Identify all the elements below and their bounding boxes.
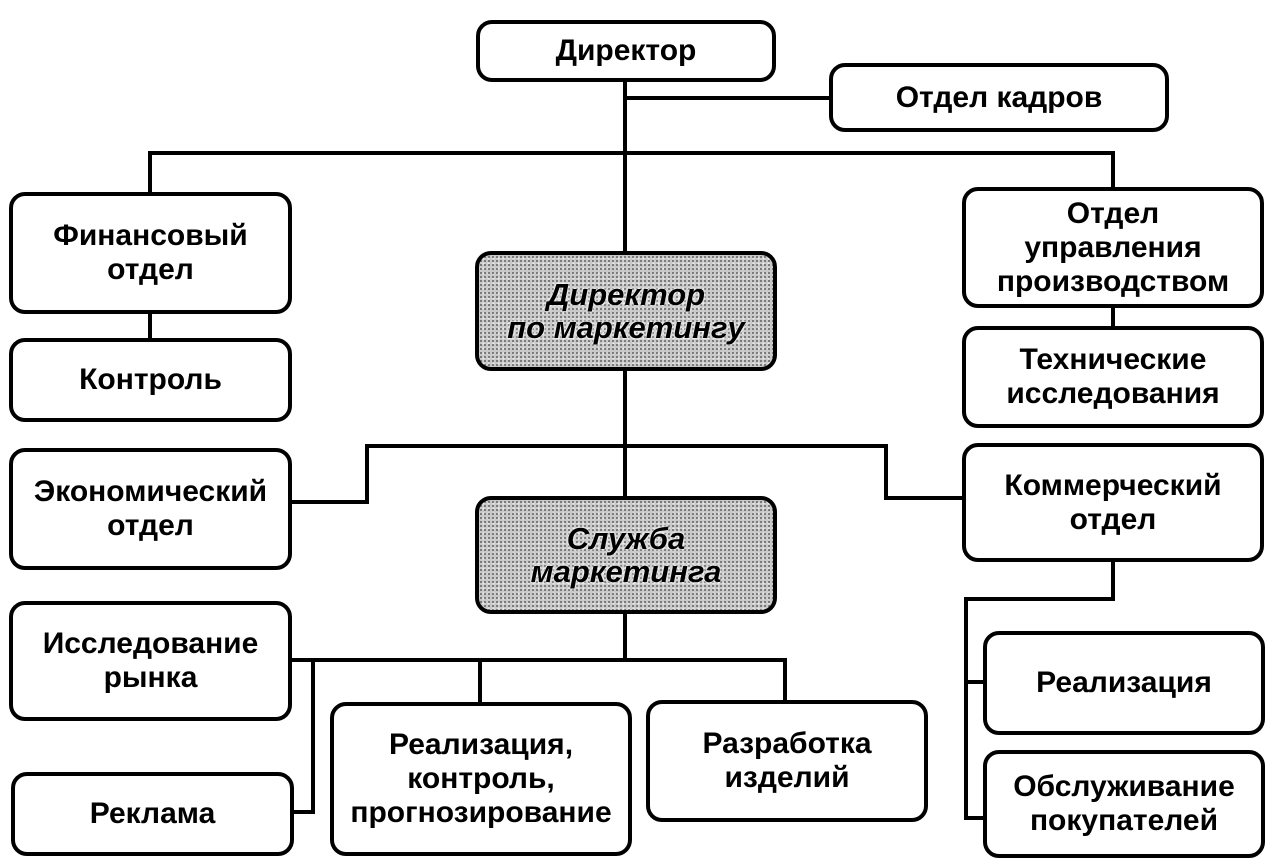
node-sales: Реализация: [983, 631, 1265, 735]
node-production-management: Отдел управления производством: [962, 187, 1264, 308]
node-product-development: Разработка изделий: [646, 700, 928, 822]
node-advertising: Реклама: [11, 772, 294, 856]
node-director: Директор: [476, 20, 776, 82]
node-sales-control-forecast: Реализация, контроль, прогнозирование: [330, 702, 632, 856]
node-marketing-service: Служба маркетинга: [475, 496, 777, 614]
node-hr-department: Отдел кадров: [829, 63, 1169, 132]
node-commercial-department: Коммерческий отдел: [962, 443, 1264, 562]
node-customer-service: Обслуживание покупателей: [983, 750, 1265, 858]
node-market-research: Исследование рынка: [9, 601, 292, 721]
node-finance-department: Финансовый отдел: [9, 192, 292, 314]
node-marketing-director: Директор по маркетингу: [475, 251, 777, 371]
node-technical-research: Технические исследования: [962, 326, 1264, 428]
node-control: Контроль: [9, 338, 292, 422]
node-economic-department: Экономический отдел: [9, 448, 292, 570]
